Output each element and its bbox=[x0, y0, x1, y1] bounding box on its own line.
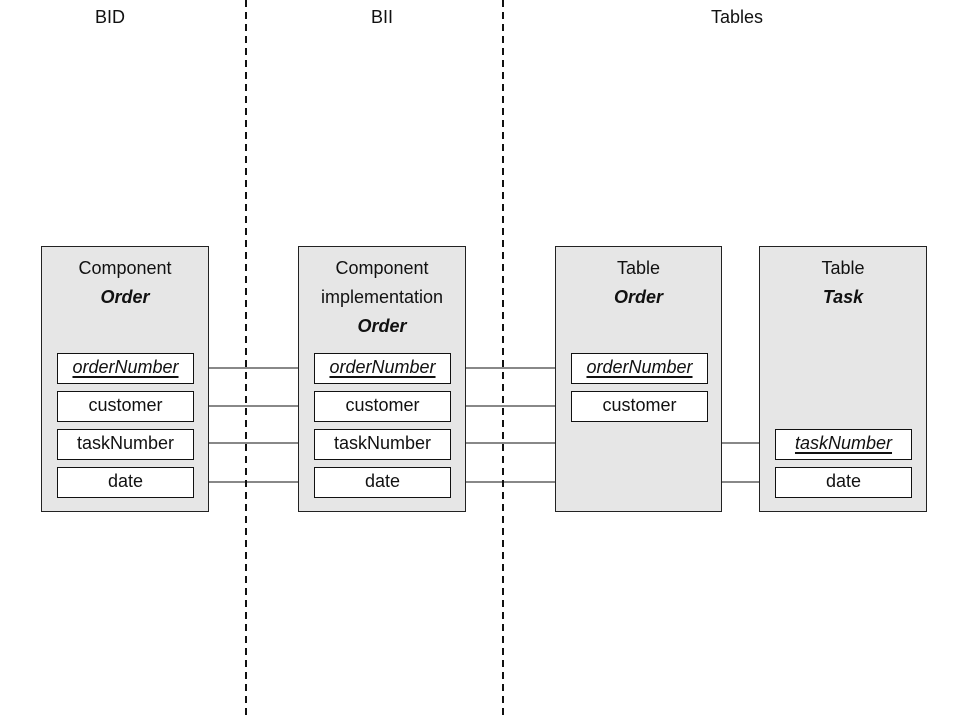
lane-label-bii: BII bbox=[370, 7, 393, 27]
table-task-field-date: date bbox=[775, 467, 912, 498]
table-order-header: Table Order bbox=[556, 254, 721, 312]
component-kind-label: Component bbox=[78, 258, 172, 278]
component-order-header: Component Order bbox=[42, 254, 208, 312]
implementation-field-customer: customer bbox=[314, 391, 451, 422]
component-title: Order bbox=[100, 287, 150, 307]
implementation-order-header: Component implementation Order bbox=[299, 254, 465, 341]
implementation-field-date: date bbox=[314, 467, 451, 498]
component-order-panel: Component Order orderNumber customer tas… bbox=[41, 246, 209, 512]
table-task-kind-label: Table bbox=[821, 258, 865, 278]
implementation-field-tasknumber: taskNumber bbox=[314, 429, 451, 460]
table-order-kind-label: Table bbox=[616, 258, 661, 278]
table-task-field-tasknumber: taskNumber bbox=[775, 429, 912, 460]
implementation-kind-line1: Component bbox=[335, 258, 429, 278]
table-task-panel: Table Task taskNumber date bbox=[759, 246, 927, 512]
table-task-header: Table Task bbox=[760, 254, 926, 312]
component-field-customer: customer bbox=[57, 391, 194, 422]
table-order-panel: Table Order orderNumber customer bbox=[555, 246, 722, 512]
component-field-date: date bbox=[57, 467, 194, 498]
table-order-title: Order bbox=[613, 287, 664, 307]
table-order-field-customer: customer bbox=[571, 391, 708, 422]
implementation-field-ordernumber: orderNumber bbox=[314, 353, 451, 384]
table-order-field-ordernumber: orderNumber bbox=[571, 353, 708, 384]
implementation-title: Order bbox=[357, 316, 407, 336]
lane-label-bid: BID bbox=[94, 7, 125, 27]
implementation-kind-line2: implementation bbox=[320, 287, 444, 307]
component-implementation-order-panel: Component implementation Order orderNumb… bbox=[298, 246, 466, 512]
component-field-tasknumber: taskNumber bbox=[57, 429, 194, 460]
table-task-title: Task bbox=[822, 287, 864, 307]
component-field-ordernumber: orderNumber bbox=[57, 353, 194, 384]
lane-label-tables: Tables bbox=[710, 7, 764, 27]
